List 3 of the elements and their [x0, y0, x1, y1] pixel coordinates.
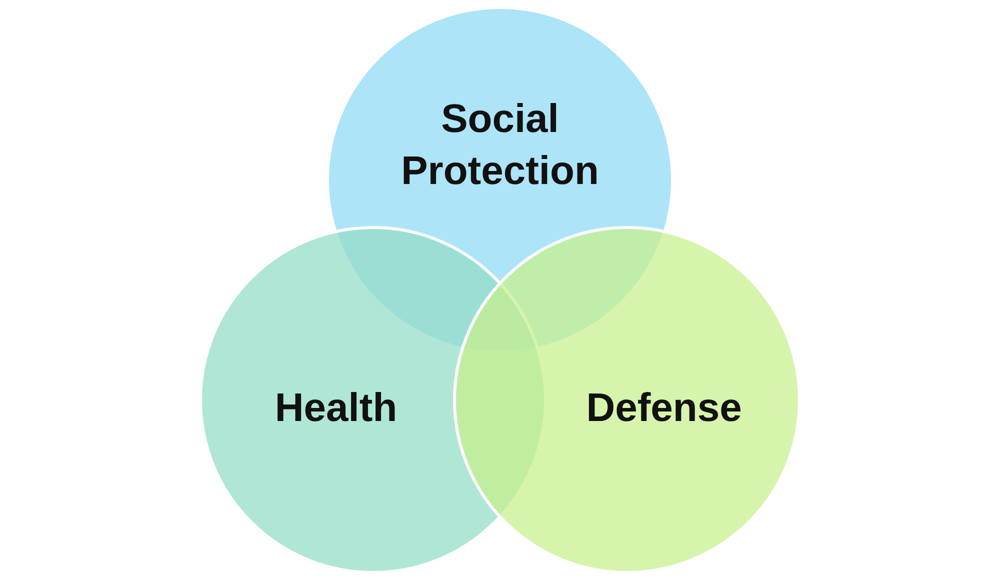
circle-label: Social Protection: [400, 96, 600, 195]
circle-label: Defense: [585, 385, 743, 432]
circle-label: Health: [274, 385, 398, 432]
